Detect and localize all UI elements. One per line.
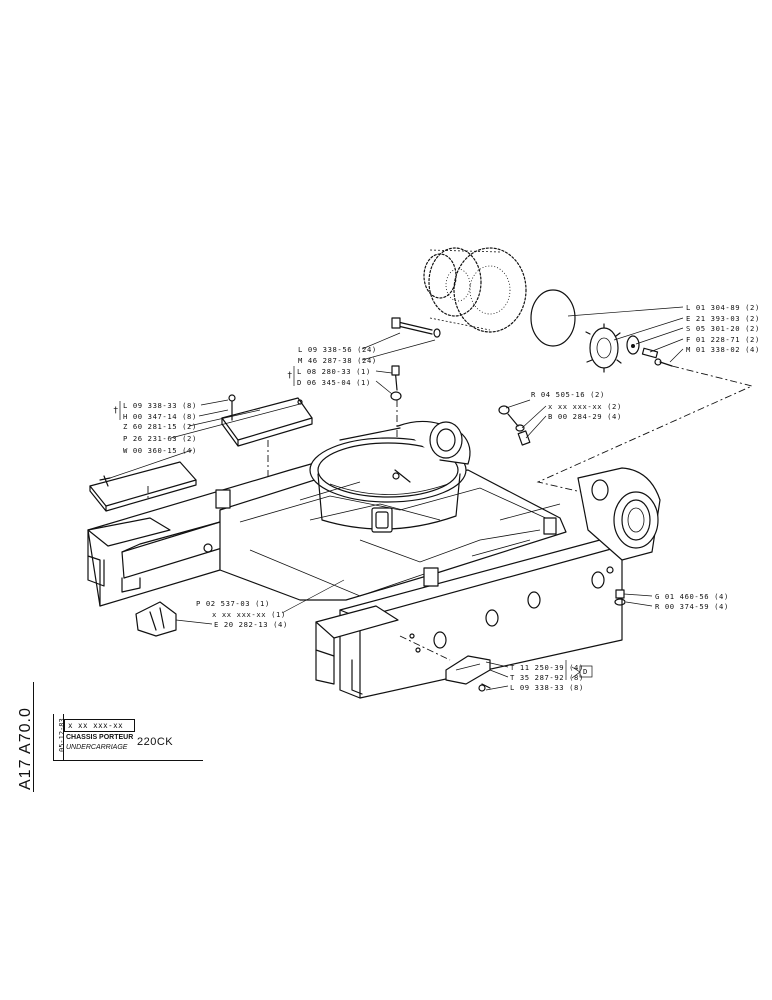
label-seal-b: B 00 284-29 (4) xyxy=(548,412,622,421)
label-drive-s: S 05 301-20 (2) xyxy=(686,324,760,333)
drive-sprocket xyxy=(585,323,673,373)
label-seal-r: R 04 505-16 (2) xyxy=(531,390,605,399)
label-drive-f: F 01 228-71 (2) xyxy=(686,335,760,344)
seal-parts xyxy=(498,405,531,446)
label-drive-l: L 01 304-89 (2) xyxy=(686,303,760,312)
title-english: UNDERCARRIAGE xyxy=(66,744,128,751)
label-motor-bolt: L 09 338-56 (24) xyxy=(298,345,377,354)
label-seal-x: x xx xxx-xx (2) xyxy=(548,402,622,411)
o-ring xyxy=(530,289,576,347)
label-motor-nut: M 46 287-38 (24) xyxy=(298,356,377,365)
dagger-mark: † xyxy=(287,371,293,381)
label-idler-g: G 01 460-56 (4) xyxy=(655,592,729,601)
projection-line-sprocket xyxy=(536,365,754,495)
sheet-code: A17 A70.0 xyxy=(17,707,34,790)
part-number: x xx xxx-xx xyxy=(68,721,124,730)
label-cover-h: H 00 347-14 (8) xyxy=(123,412,197,421)
cover-plate-lower xyxy=(89,461,197,512)
label-drive-m: M 01 338-02 (4) xyxy=(686,345,760,354)
travel-motor xyxy=(423,247,527,333)
label-frame-x: x xx xxx-xx (1) xyxy=(212,610,286,619)
label-guide-t2: T 35 287-92 (8) xyxy=(510,673,584,682)
label-cover-z: Z 60 281-15 (2) xyxy=(123,422,197,431)
label-cover-screw: L 09 338-33 (8) xyxy=(123,401,197,410)
label-idler-r: R 00 374-59 (4) xyxy=(655,602,729,611)
cover-plate-upper xyxy=(221,394,313,447)
label-grease-d: D 06 345-04 (1) xyxy=(297,378,371,387)
label-guide-ref: D xyxy=(583,667,588,676)
motor-bolt xyxy=(391,317,441,338)
label-frame-p: P 02 537-03 (1) xyxy=(196,599,270,608)
label-cover-w: W 00 360-15 (4) xyxy=(123,446,197,455)
label-frame-e: E 20 282-13 (4) xyxy=(214,620,288,629)
label-grease-l: L 08 280-33 (1) xyxy=(297,367,371,376)
title-french: CHASSIS PORTEUR xyxy=(66,734,134,741)
title-block-border xyxy=(33,682,34,792)
label-drive-e: E 21 393-03 (2) xyxy=(686,314,760,323)
title-block-divider xyxy=(53,714,54,760)
model-number: 220CK xyxy=(137,736,174,748)
label-guide-t1: T 11 250-39 (4) xyxy=(510,663,584,672)
title-block-divider xyxy=(53,760,203,761)
ref-box xyxy=(579,665,593,678)
wear-pad xyxy=(135,601,177,637)
label-cover-p: P 26 231-63 (2) xyxy=(123,434,197,443)
part-number-box: x xx xxx-xx xyxy=(64,719,135,732)
label-guide-l: L 09 338-33 (8) xyxy=(510,683,584,692)
leader-lines xyxy=(109,306,684,691)
undercarriage-frame xyxy=(87,420,661,699)
dagger-mark: † xyxy=(113,406,119,416)
title-block-divider xyxy=(63,714,64,760)
